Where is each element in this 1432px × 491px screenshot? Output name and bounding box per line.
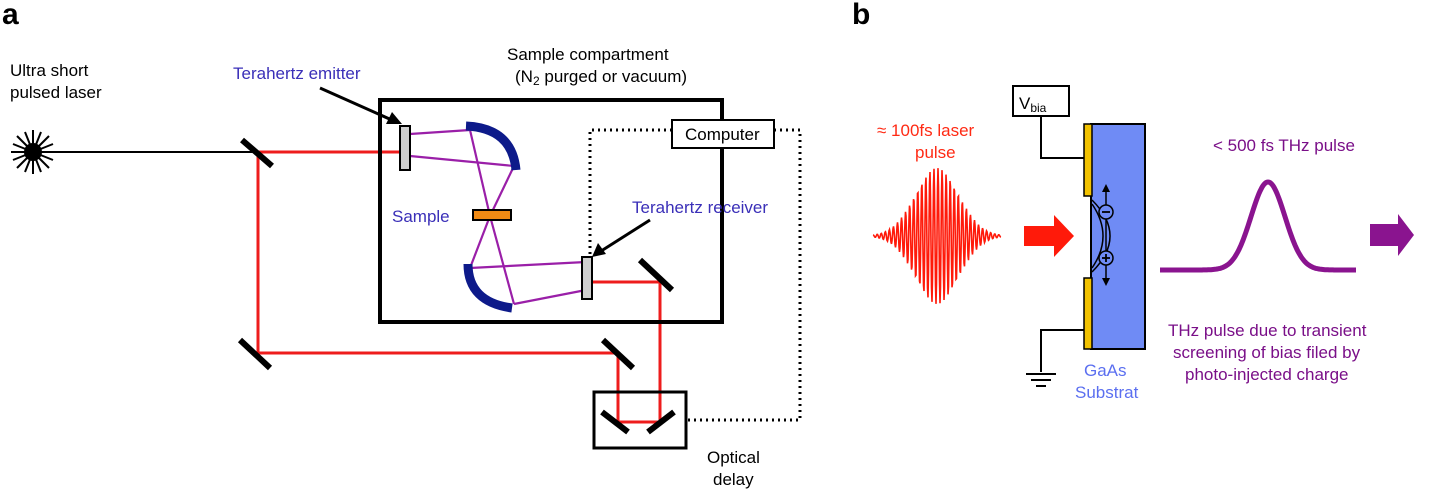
- field-arrow-up-icon: [1102, 184, 1110, 192]
- parabolic-mirror-lower: [463, 263, 513, 313]
- electrode-bottom: [1083, 277, 1093, 350]
- thz-pulse-label: < 500 fs THz pulse: [1213, 136, 1355, 155]
- mirror-lower-right: [600, 337, 636, 371]
- parabolic-mirror-upper: [465, 121, 521, 171]
- beam-splitter: [240, 137, 274, 169]
- receiver-arrowhead-icon: [592, 243, 606, 257]
- bias-wire-top: [1040, 116, 1085, 159]
- emitter-label: Terahertz emitter: [233, 64, 361, 83]
- laser-source-icon: [11, 130, 55, 174]
- laser-label-line1: Ultra short: [10, 61, 89, 80]
- receiver-pointer-arrow: [597, 218, 651, 255]
- computer-box: [671, 119, 775, 149]
- signal-cables: [588, 128, 802, 422]
- electrode-top: [1083, 123, 1093, 197]
- terahertz-receiver: [581, 256, 593, 300]
- laser-pulse-label-line1: ≈ 100fs laser: [877, 121, 975, 140]
- sample-compartment: [378, 98, 724, 324]
- bias-wire-bottom: [1040, 329, 1085, 372]
- sample: [472, 209, 512, 221]
- bias-voltage-label: Vbia: [1019, 94, 1047, 115]
- laser-wave-packet: [872, 168, 1002, 304]
- sample-label: Sample: [392, 207, 450, 226]
- emitter-arrowhead-icon: [386, 112, 402, 124]
- substrate-label-line2: Substrat: [1075, 383, 1139, 402]
- thz-arrow-icon: [1370, 214, 1414, 256]
- delay-mirror-right: [646, 409, 676, 435]
- terahertz-emitter: [399, 125, 411, 171]
- panel-label-b: b: [852, 0, 870, 31]
- electron-charge-icon: [1098, 204, 1114, 220]
- computer-label: Computer: [685, 125, 760, 144]
- optical-delay-stage: [592, 390, 688, 450]
- ground-icon: [1026, 373, 1056, 387]
- compartment-label-line2: (N2 purged or vacuum): [515, 67, 687, 88]
- explanation-line2: screening of bias filed by: [1173, 343, 1361, 362]
- laser-pulse-label-line2: pulse: [915, 143, 956, 162]
- mirror-receiver-side: [637, 257, 675, 293]
- delay-mirror-left: [600, 409, 630, 435]
- receiver-label: Terahertz receiver: [632, 198, 768, 217]
- gaas-substrate: [1090, 123, 1146, 350]
- laser-arrow-icon: [1024, 215, 1074, 257]
- delay-label-line1: Optical: [707, 448, 760, 467]
- field-arrow-down-icon: [1102, 278, 1110, 286]
- emitter-pointer-arrow: [319, 86, 395, 123]
- terahertz-beam-path: [409, 128, 587, 306]
- explanation-line3: photo-injected charge: [1185, 365, 1349, 384]
- pump-probe-beam-path: [256, 150, 662, 424]
- compartment-label-line1: Sample compartment: [507, 45, 669, 64]
- delay-label-line2: delay: [713, 470, 754, 489]
- thz-pulse-waveform: [1160, 179, 1356, 273]
- laser-label-line2: pulsed laser: [10, 83, 102, 102]
- hole-charge-icon: [1098, 250, 1114, 266]
- electric-field-lines: [1091, 188, 1111, 282]
- mirrors: [237, 137, 676, 435]
- substrate-label-line1: GaAs: [1084, 361, 1127, 380]
- explanation-line1: THz pulse due to transient: [1168, 321, 1367, 340]
- panel-label-a: a: [2, 0, 19, 31]
- mirror-lower-left: [237, 337, 273, 371]
